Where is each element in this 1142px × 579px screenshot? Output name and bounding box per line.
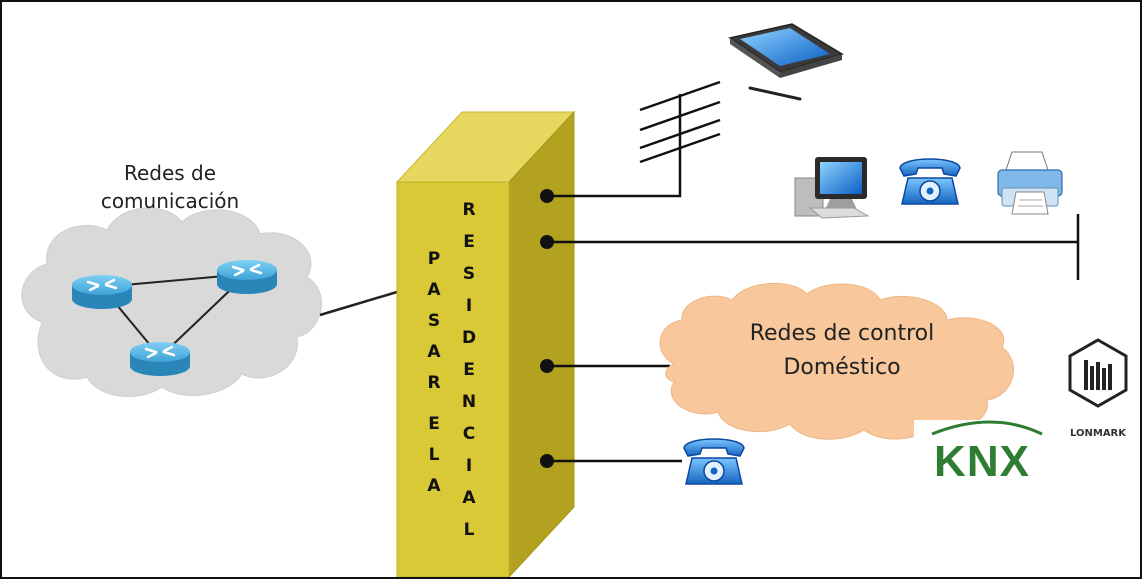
gateway-letter: S: [463, 264, 475, 284]
router-icon: [217, 260, 277, 294]
communication-networks-cloud: [21, 207, 322, 398]
gateway-port: [540, 235, 554, 249]
router-icon: [130, 342, 190, 376]
gateway-word-pasarela: P A S A R E L A: [427, 249, 441, 496]
gateway-letter: I: [466, 296, 472, 316]
gateway-letter: A: [427, 342, 441, 362]
gateway-port: [540, 189, 554, 203]
gateway-letter: R: [462, 200, 475, 220]
gateway-letter: A: [462, 488, 476, 508]
gateway-front-face: [396, 181, 510, 577]
right-cloud-label-line1: Redes de control: [750, 321, 935, 346]
gateway-letter: S: [428, 311, 440, 331]
gateway-letter: C: [463, 424, 475, 444]
printer-icon: [997, 151, 1063, 215]
telephone-icon: [683, 438, 745, 485]
left-cloud-label-line1: Redes de: [124, 161, 216, 185]
home-control-networks-cloud: [659, 282, 1014, 440]
knx-wordmark: KNX: [934, 437, 1030, 486]
gateway-letter: P: [428, 249, 440, 269]
tablet-icon: [728, 23, 844, 101]
right-cloud-label-line2: Doméstico: [783, 355, 900, 380]
gateway-letter: E: [463, 232, 475, 252]
telephone-icon: [899, 158, 961, 205]
gateway-letter: L: [429, 445, 440, 465]
gateway-port: [540, 454, 554, 468]
gateway-letter: D: [462, 328, 476, 348]
knx-logo: KNX: [914, 420, 1050, 486]
gateway-word-residencial: R E S I D E N C I A L: [462, 200, 477, 540]
lonmark-wordmark: LONMARK: [1070, 428, 1127, 439]
gateway-letter: A: [427, 280, 441, 300]
lonmark-logo: LONMARK: [1068, 338, 1128, 439]
gateway-letter: E: [428, 414, 440, 434]
gateway-letter: E: [463, 360, 475, 380]
cloud-gateway-link: [319, 290, 398, 317]
gateway-letter: A: [427, 476, 441, 496]
gateway-letter: I: [466, 456, 472, 476]
residential-gateway-box: [395, 110, 576, 577]
router-icon: [72, 275, 132, 309]
antenna-connection-line: [547, 94, 682, 198]
gateway-letter: N: [462, 392, 476, 412]
gateway-port: [540, 359, 554, 373]
antenna-icon: [639, 80, 721, 164]
left-cloud-label-line2: comunicación: [101, 189, 239, 213]
gateway-side-face: [508, 110, 575, 577]
gateway-letter: R: [427, 373, 440, 393]
desktop-computer-icon: [794, 157, 870, 219]
gateway-letter: L: [464, 520, 475, 540]
